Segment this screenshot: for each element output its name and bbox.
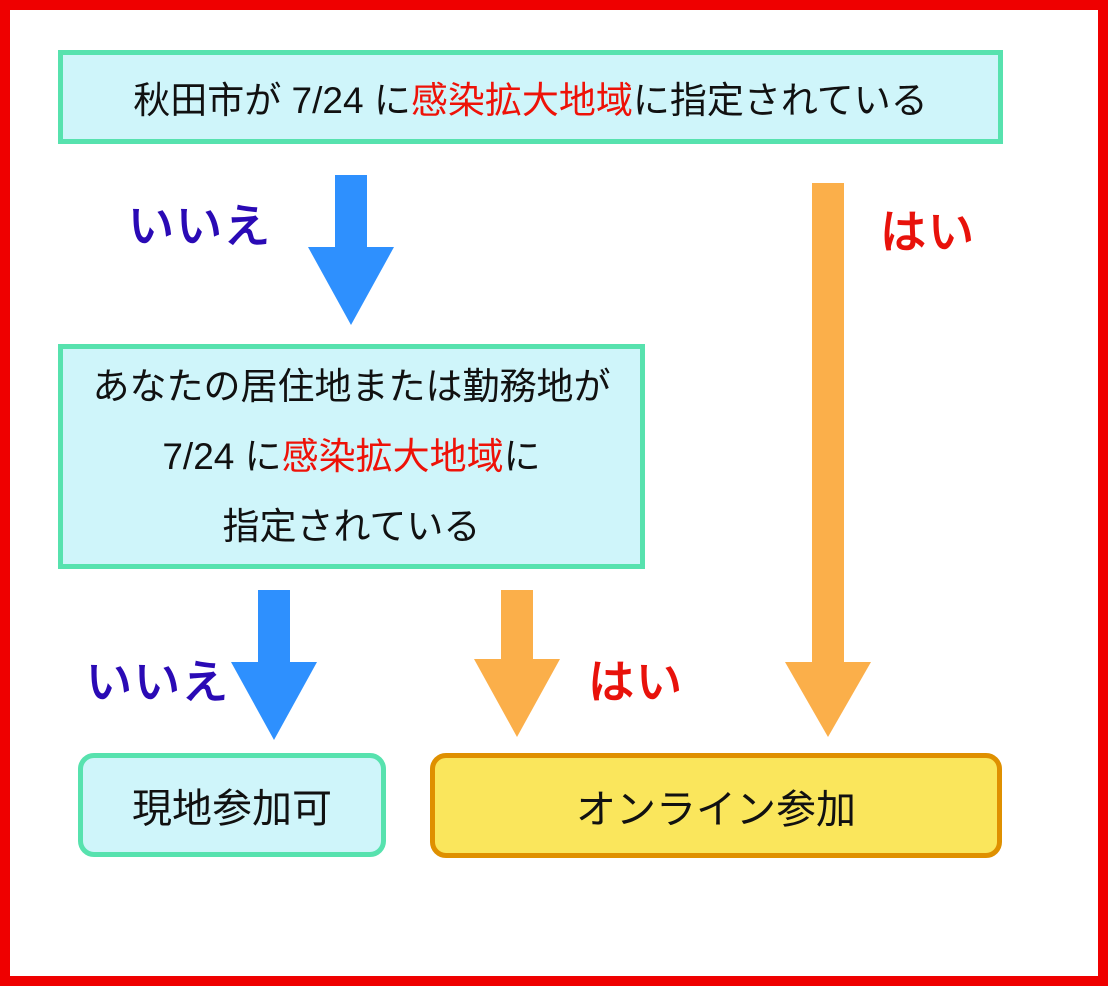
result-onsite-label: 現地参加可 (132, 787, 332, 831)
question-1-pre: 秋田市が 7/24 に (133, 80, 411, 121)
question-box-residence: あなたの居住地または勤務地が 7/24 に感染拡大地域に 指定されている (58, 344, 645, 569)
branch-label-yes-2: はい (588, 656, 684, 708)
arrow-down-no-2 (231, 590, 317, 740)
question-2-highlight: 感染拡大地域 (281, 435, 504, 477)
arrow-down-yes-middle (474, 590, 560, 737)
question-box-akita: 秋田市が 7/24 に感染拡大地域に指定されている (58, 50, 1003, 144)
branch-label-no-1: いいえ (128, 200, 272, 252)
arrow-shaft (258, 590, 290, 662)
question-2-line-2-pre: 7/24 に (162, 435, 282, 477)
branch-label-no-2: いいえ (86, 656, 230, 708)
branch-label-yes-1: はい (880, 206, 976, 258)
question-2-line-2: 7/24 に感染拡大地域に (162, 422, 540, 492)
arrow-head (785, 662, 871, 737)
arrow-head (231, 662, 317, 740)
arrow-shaft (335, 175, 367, 247)
question-1-post: に指定されている (632, 80, 928, 121)
arrow-shaft (812, 183, 844, 662)
arrow-shaft (501, 590, 533, 659)
result-online-label: オンライン参加 (576, 787, 856, 832)
question-1-text: 秋田市が 7/24 に感染拡大地域に指定されている (133, 70, 927, 124)
arrow-down-no-1 (308, 175, 394, 325)
result-box-onsite: 現地参加可 (78, 753, 386, 857)
arrow-head (474, 659, 560, 737)
arrow-head (308, 247, 394, 325)
result-box-online: オンライン参加 (430, 753, 1002, 858)
question-2-line-1: あなたの居住地または勤務地が (92, 365, 611, 407)
arrow-down-yes-right (785, 183, 871, 737)
question-2-line-3: 指定されている (222, 505, 481, 547)
question-1-highlight: 感染拡大地域 (410, 80, 633, 121)
question-2-line-2-post: に (503, 435, 541, 477)
